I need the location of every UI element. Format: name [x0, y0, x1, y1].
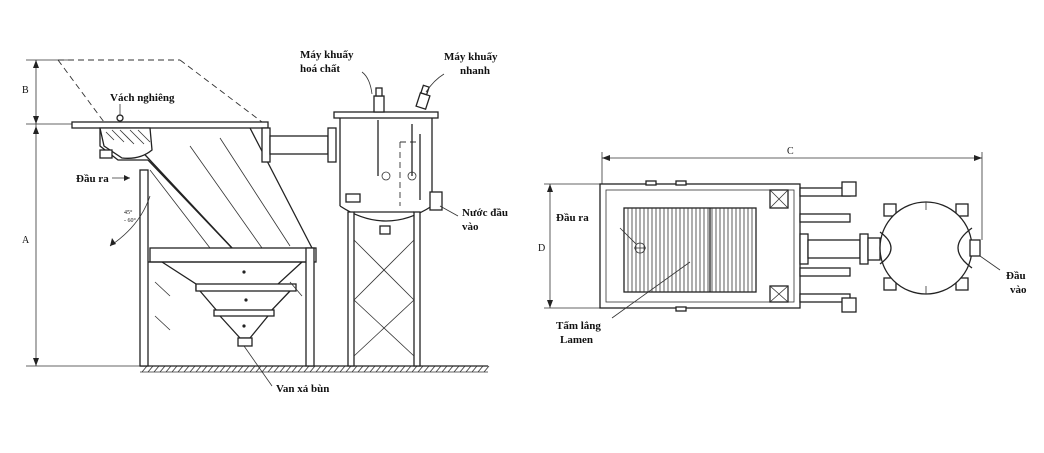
outlet-nozzle-plan [634, 242, 646, 254]
dimension-a-label: A [22, 235, 30, 246]
lamella-plate-pack [623, 207, 757, 293]
fast-mixer-label-2: nhanh [460, 65, 490, 77]
dimension-c-label: C [787, 146, 794, 157]
dimension-a-b: B A [22, 59, 140, 367]
angle-top-label: 45° [124, 209, 133, 216]
mixing-tank-stand [347, 211, 421, 367]
dimension-d: D [538, 183, 600, 309]
fast-mixer-motor [415, 91, 431, 111]
inlet-label-plan-1: Đầu [1006, 270, 1026, 282]
connecting-pipe-plan [799, 233, 881, 265]
chemical-mixer-label-1: Máy khuấy [300, 49, 354, 61]
outlet-label-side: Đầu ra [76, 173, 109, 185]
sludge-valve-label: Van xả bùn [276, 383, 329, 395]
support-frame [139, 169, 315, 367]
fast-mixer-label-1: Máy khuấy [444, 51, 498, 63]
slope-angle-indicator: 45° - 60° [109, 195, 151, 247]
inlet-label-side-1: Nước đầu [462, 207, 508, 219]
inlet-label-side-2: vào [462, 221, 479, 233]
dimension-b-label: B [22, 85, 29, 96]
connecting-pipe [261, 127, 337, 163]
dimension-d-label: D [538, 243, 545, 254]
outlet-label-plan: Đầu ra [556, 212, 589, 224]
leader-lines-plan [611, 227, 1001, 319]
dimension-c: C [601, 146, 983, 240]
plan-view: C D [538, 146, 1027, 346]
chemical-mixer-motor [373, 95, 385, 113]
sloped-baffle-label: Vách nghiêng [110, 92, 175, 104]
leader-lines-left [112, 71, 459, 387]
plan-support-rails [799, 181, 857, 313]
lamella-label-2: Lamen [560, 334, 593, 346]
inlet-label-plan-2: vào [1010, 284, 1027, 296]
sludge-hopper [149, 247, 317, 347]
settling-tank [71, 114, 313, 249]
lamella-label-1: Tấm lắng [556, 320, 601, 332]
chemical-mixer-label-2: hoá chất [300, 63, 340, 75]
mixing-tank-plan [879, 201, 981, 295]
ground-line [140, 365, 490, 373]
dashed-lid-outline [57, 59, 263, 123]
side-elevation-view: B A [22, 49, 508, 395]
angle-bottom-label: - 60° [124, 217, 136, 224]
plan-corner-boxes [769, 189, 789, 303]
